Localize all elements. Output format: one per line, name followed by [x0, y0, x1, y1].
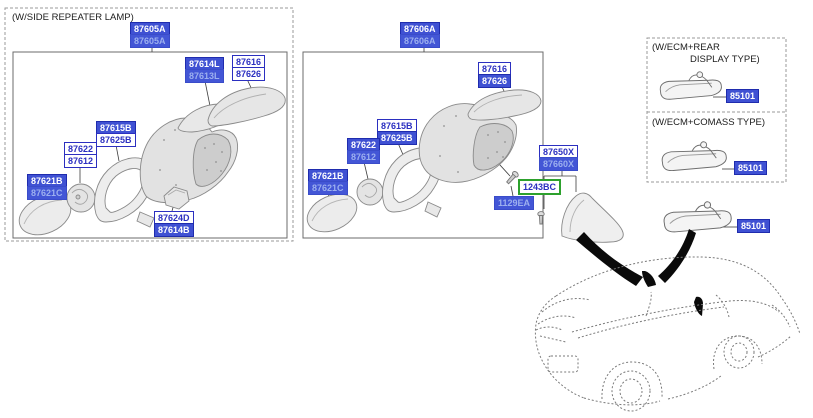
middle-mirror-outer-cover — [467, 89, 542, 121]
middle-mirror-frame — [418, 103, 517, 183]
part-label-inside-mirror-ecm-rear[interactable]: 85101 — [726, 89, 760, 103]
caption-ecm-comass: (W/ECM+COMASS TYPE) — [652, 117, 766, 128]
car-drawing — [534, 256, 801, 412]
left-mirror-drawing — [18, 86, 286, 236]
inside-mirror-standard-drawing — [663, 201, 732, 233]
middle-mirror-glass — [306, 193, 358, 233]
inside-mirror-ecm-comass-drawing — [661, 141, 727, 172]
part-label-screw-1243bc[interactable]: 1243BC — [518, 179, 562, 195]
ecm-dashed-box — [646, 37, 787, 183]
caption-ecm-rear-display-line2: DISPLAY TYPE) — [690, 54, 760, 65]
part-label-mid-glass-2[interactable]: 87621C — [308, 181, 348, 195]
caption-ecm-rear-display-line1: (W/ECM+REAR — [652, 42, 720, 53]
left-repeater-lamp — [163, 186, 190, 210]
part-label-screw-1129ea[interactable]: 1129EA — [494, 196, 535, 210]
part-label-mount-2[interactable]: 87660X — [539, 157, 579, 171]
part-label-left-cover-inner-2[interactable]: 87613L — [185, 69, 224, 83]
left-mirror-frame — [139, 117, 239, 204]
left-mirror-actuator — [66, 183, 96, 213]
inside-mirror-ecm-rear-drawing — [659, 71, 722, 100]
part-label-mid-assy-2[interactable]: 87606A — [400, 34, 440, 48]
caption-side-repeater-lamp: (W/SIDE REPEATER LAMP) — [12, 12, 134, 23]
left-assembly-box — [12, 51, 288, 239]
part-label-left-housing-2[interactable]: 87625B — [96, 133, 136, 147]
part-label-inside-mirror-standard[interactable]: 85101 — [737, 219, 771, 233]
side-repeater-dashed-box — [4, 7, 294, 242]
left-mirror-outer-cover — [207, 86, 286, 127]
part-label-left-lamp-2[interactable]: 87614B — [154, 223, 194, 237]
part-label-left-glass-2[interactable]: 87621C — [27, 186, 67, 200]
part-label-mid-cover-outer-2[interactable]: 87626 — [478, 74, 512, 88]
screw-icon-b — [537, 211, 545, 225]
middle-mirror-actuator — [356, 178, 384, 206]
part-label-mid-housing-2[interactable]: 87625B — [377, 131, 417, 145]
part-label-inside-mirror-ecm-comass[interactable]: 85101 — [734, 161, 768, 175]
pointer-arrows — [576, 229, 703, 316]
screw-icon-a — [506, 171, 519, 185]
part-label-left-actuator-2[interactable]: 87612 — [64, 154, 98, 168]
part-label-left-cover-outer-2[interactable]: 87626 — [232, 67, 266, 81]
mirror-mount-cover — [561, 192, 624, 243]
part-label-left-assy-2[interactable]: 87605A — [130, 34, 170, 48]
part-label-mid-actuator-2[interactable]: 87612 — [347, 150, 381, 164]
middle-mirror-drawing — [306, 89, 624, 243]
